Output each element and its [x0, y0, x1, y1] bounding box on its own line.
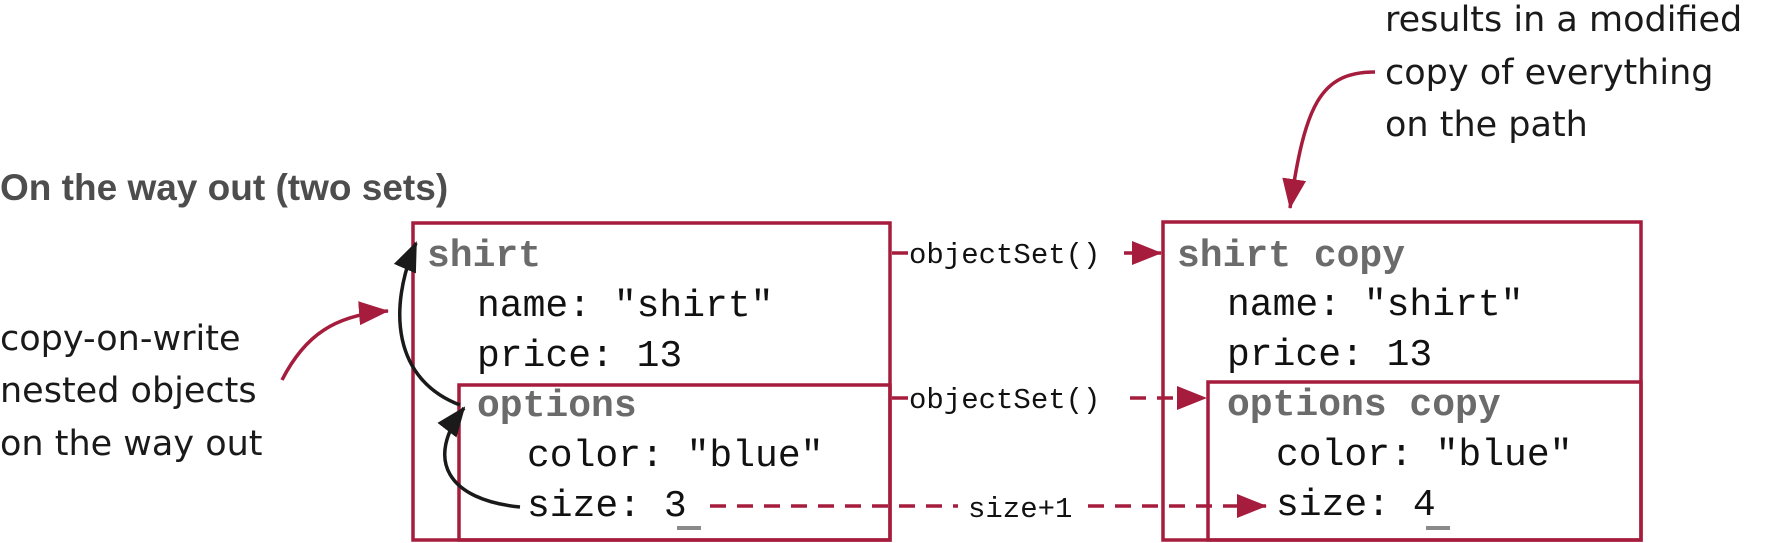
options-copy-color-field: color: "blue"	[1276, 434, 1572, 477]
options-set-label: objectSet()	[909, 384, 1100, 417]
note-right: results in a modified copy of everything…	[1282, 0, 1742, 209]
note-right-line-3: on the path	[1385, 105, 1588, 145]
note-right-arrow	[1282, 70, 1376, 209]
note-right-line-1: results in a modified	[1385, 0, 1742, 40]
size-update-label: size+1	[968, 493, 1072, 526]
shirt-name-field: name: "shirt"	[477, 285, 773, 328]
options-size-field: size: 3	[527, 485, 687, 528]
shirt-set-label: objectSet()	[909, 239, 1100, 272]
size-prefix: size:	[527, 485, 664, 528]
size-value-original: 3	[664, 485, 687, 528]
shirt-copy-name-field: name: "shirt"	[1227, 284, 1523, 327]
note-left-line-2: nested objects	[0, 371, 257, 411]
note-right-line-2: copy of everything	[1385, 53, 1713, 93]
note-left: copy-on-write nested objects on the way …	[0, 301, 389, 464]
shirt-copy-object: shirt copy name: "shirt" price: 13 optio…	[1161, 220, 1643, 542]
size-copy-underline	[1426, 526, 1450, 530]
shirt-copy-price-field: price: 13	[1227, 334, 1432, 377]
options-copy-size-field: size: 4	[1276, 484, 1436, 527]
options-copy-label: options copy	[1227, 384, 1501, 427]
options-to-shirt-arrow	[393, 241, 461, 407]
options-color-field: color: "blue"	[527, 435, 823, 478]
shirt-set-connector: objectSet()	[892, 239, 1162, 272]
shirt-price-field: price: 13	[477, 335, 682, 378]
options-box	[457, 383, 892, 542]
size-to-options-arrow	[437, 406, 521, 509]
options-copy-box	[1206, 380, 1643, 542]
section-heading: On the way out (two sets)	[0, 167, 448, 208]
options-label: options	[477, 385, 637, 428]
shirt-label: shirt	[427, 235, 541, 278]
note-left-arrow	[280, 301, 389, 381]
size-prefix-copy: size:	[1276, 484, 1413, 527]
options-set-connector: objectSet()	[892, 384, 1207, 417]
size-value-underline	[677, 526, 701, 530]
note-left-line-3: on the way out	[0, 424, 263, 464]
shirt-copy-label: shirt copy	[1177, 235, 1405, 278]
note-left-line-1: copy-on-write	[0, 319, 240, 359]
size-update-connector: size+1	[710, 493, 1267, 526]
shirt-object: shirt name: "shirt" price: 13 options co…	[411, 221, 892, 542]
size-value-copy: 4	[1413, 484, 1436, 527]
